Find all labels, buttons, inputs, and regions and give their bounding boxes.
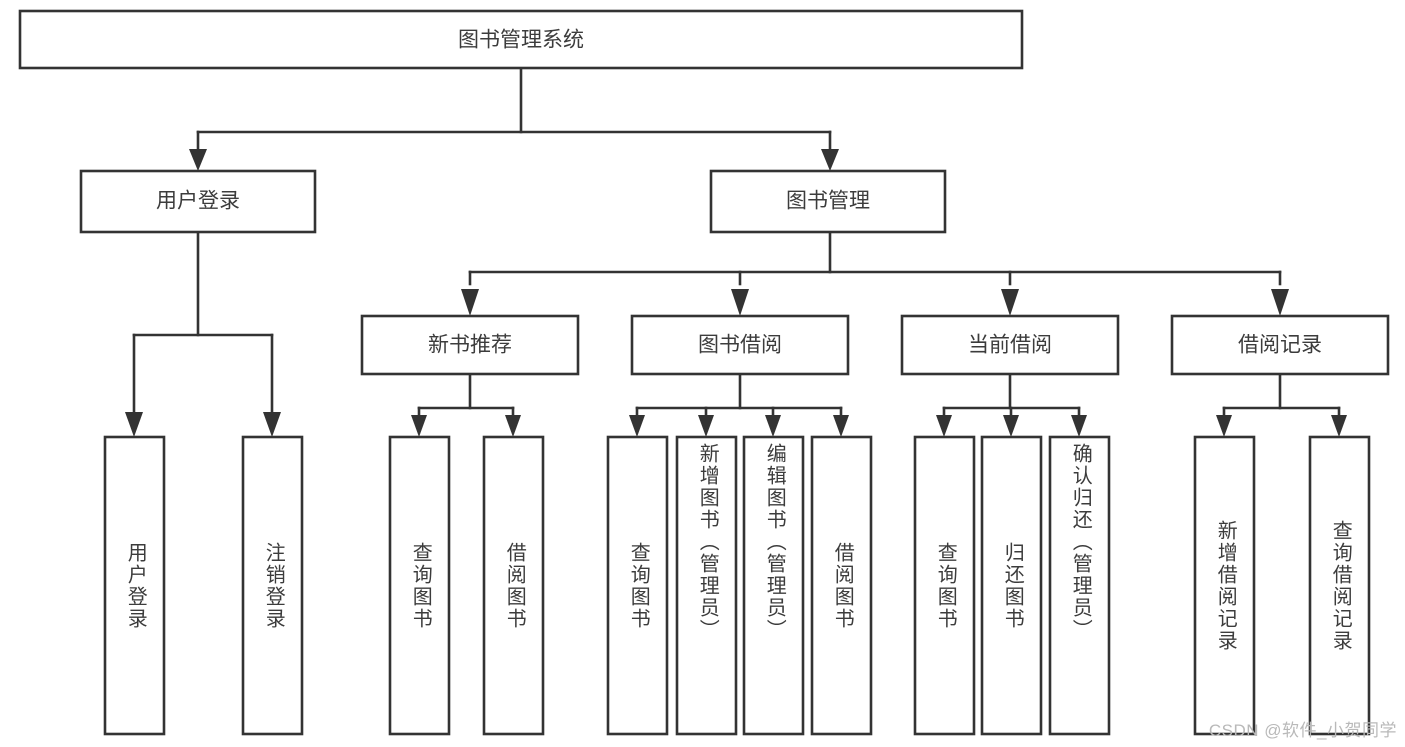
- arrow-head-leaf-add-book: [698, 415, 714, 437]
- arrow-head-leaf-query-record: [1331, 415, 1347, 437]
- node-new-book-recommend[interactable]: 新书推荐: [360, 314, 580, 376]
- node-new-book-recommend-label: 新书推荐: [428, 334, 512, 357]
- leaf-box-add-book[interactable]: [675, 435, 738, 736]
- node-book-borrow[interactable]: 图书借阅: [630, 314, 850, 376]
- leaf-box-return-book[interactable]: [980, 435, 1043, 736]
- arrow-head-book-borrow: [731, 289, 749, 316]
- node-borrow-record[interactable]: 借阅记录: [1170, 314, 1390, 376]
- leaf-box-borrow-book-2[interactable]: [810, 435, 873, 736]
- arrow-head-leaf-query-book-1: [411, 415, 427, 437]
- arrow-head-leaf-borrow-book-2: [833, 415, 849, 437]
- leaf-box-logout-login[interactable]: [241, 435, 304, 736]
- leaf-box-query-book-2[interactable]: [606, 435, 669, 736]
- node-current-borrow[interactable]: 当前借阅: [900, 314, 1120, 376]
- leaf-box-query-record[interactable]: [1308, 435, 1371, 736]
- arrow-head-leaf-borrow-book-1: [505, 415, 521, 437]
- arrow-head-current-borrow: [1001, 289, 1019, 316]
- arrow-head-leaf-query-book-2: [629, 415, 645, 437]
- arrow-head-leaf-user-login: [125, 412, 143, 437]
- arrow-head-user-login: [189, 149, 207, 171]
- node-root[interactable]: 图书管理系统: [18, 9, 1024, 70]
- node-borrow-record-label: 借阅记录: [1238, 334, 1322, 357]
- node-book-borrow-label: 图书借阅: [698, 334, 782, 357]
- arrow-head-leaf-edit-book: [765, 415, 781, 437]
- arrow-head-leaf-logout-login: [263, 412, 281, 437]
- arrow-head-leaf-return-book: [1003, 415, 1019, 437]
- node-user-login[interactable]: 用户登录: [79, 169, 317, 234]
- arrow-head-leaf-confirm-return: [1071, 415, 1087, 437]
- node-book-management[interactable]: 图书管理: [709, 169, 947, 234]
- arrow-head-leaf-add-record: [1216, 415, 1232, 437]
- arrow-head-new-book-recommend: [461, 289, 479, 316]
- leaf-box-user-login[interactable]: [103, 435, 166, 736]
- connector-layer: [125, 66, 1347, 437]
- arrow-head-book-management: [821, 149, 839, 171]
- node-current-borrow-label: 当前借阅: [968, 334, 1052, 357]
- node-book-management-label: 图书管理: [786, 190, 870, 213]
- leaf-box-confirm-return[interactable]: [1048, 435, 1111, 736]
- watermark-text: CSDN @软件_小贺同学: [1208, 721, 1397, 740]
- leaf-box-query-book-3[interactable]: [913, 435, 976, 736]
- node-root-label: 图书管理系统: [458, 29, 584, 52]
- leaf-box-add-record[interactable]: [1193, 435, 1256, 736]
- node-layer: 图书管理系统 用户登录 图书管理 新书推荐 图书借阅 当前: [18, 9, 1390, 736]
- leaf-box-edit-book[interactable]: [742, 435, 805, 736]
- node-user-login-label: 用户登录: [156, 190, 240, 213]
- arrow-head-leaf-query-book-3: [936, 415, 952, 437]
- leaf-box-query-book-1[interactable]: [388, 435, 451, 736]
- leaf-box-borrow-book-1[interactable]: [482, 435, 545, 736]
- arrow-head-borrow-record: [1271, 289, 1289, 316]
